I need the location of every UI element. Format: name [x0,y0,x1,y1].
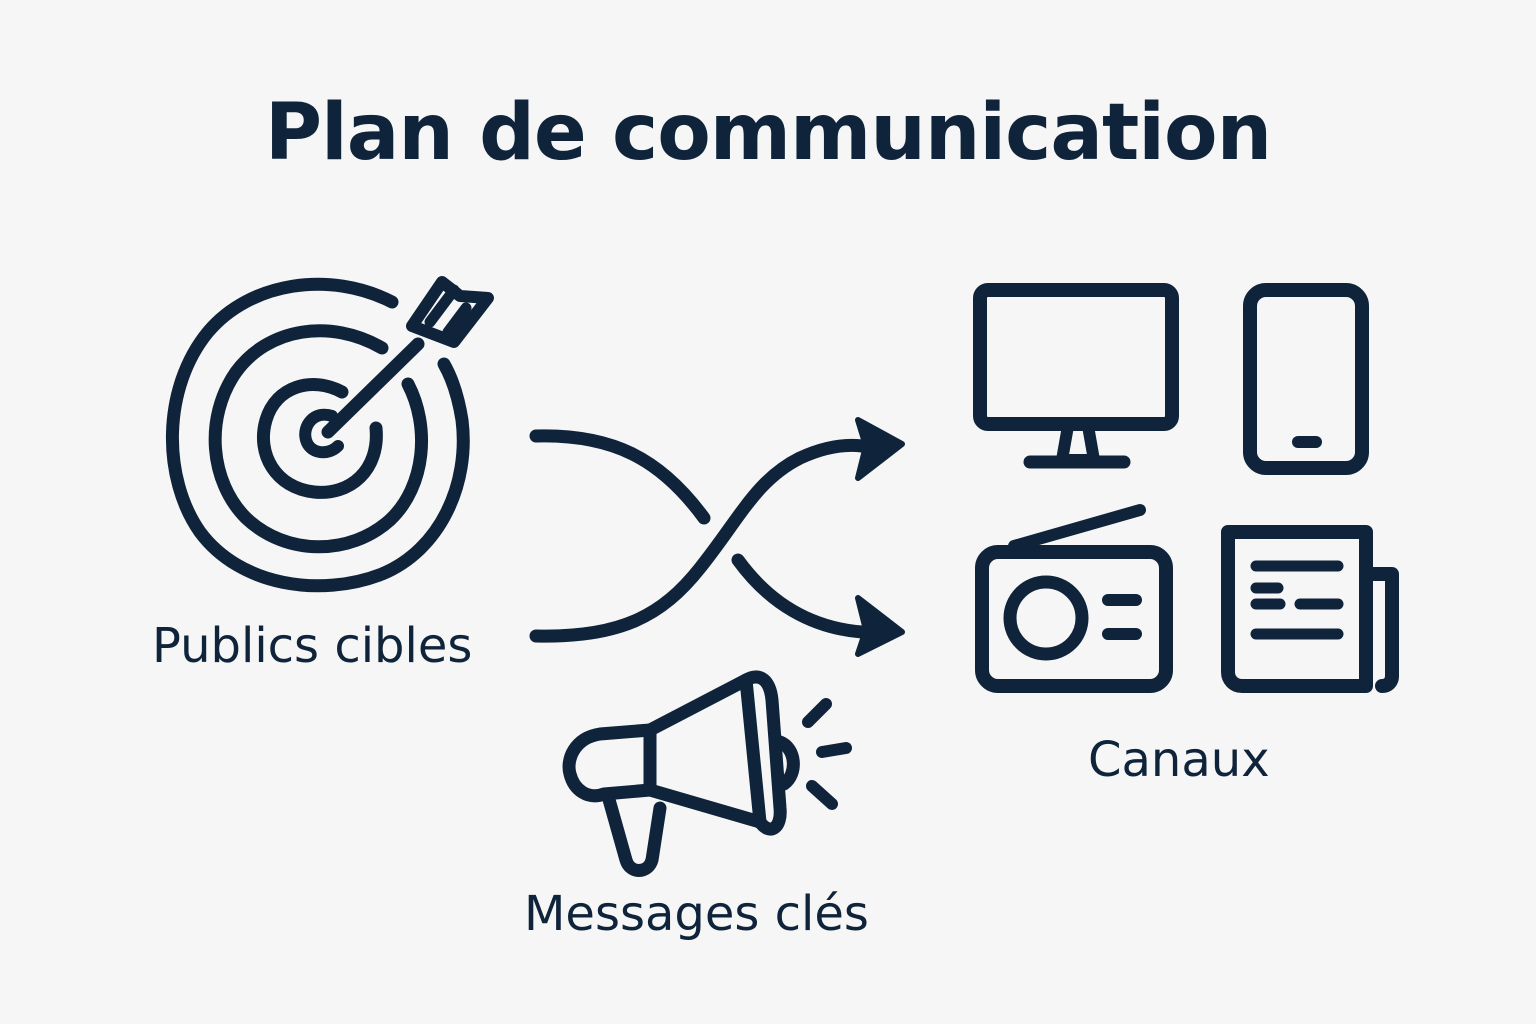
newspaper-icon [1221,525,1399,693]
target-icon [166,276,494,593]
smartphone-icon [1243,283,1369,475]
publics-cibles-label: Publics cibles [152,618,473,674]
radio-icon [975,504,1173,693]
diagram-title: Plan de communication [264,88,1272,178]
arrow-head-top [855,417,905,481]
megaphone-icon [562,670,852,877]
messages-cles-label: Messages clés [524,886,869,942]
monitor-icon [973,283,1179,469]
arrow-head-bottom [855,595,905,657]
flow-arrows [529,417,905,657]
canaux-label: Canaux [1088,732,1270,788]
